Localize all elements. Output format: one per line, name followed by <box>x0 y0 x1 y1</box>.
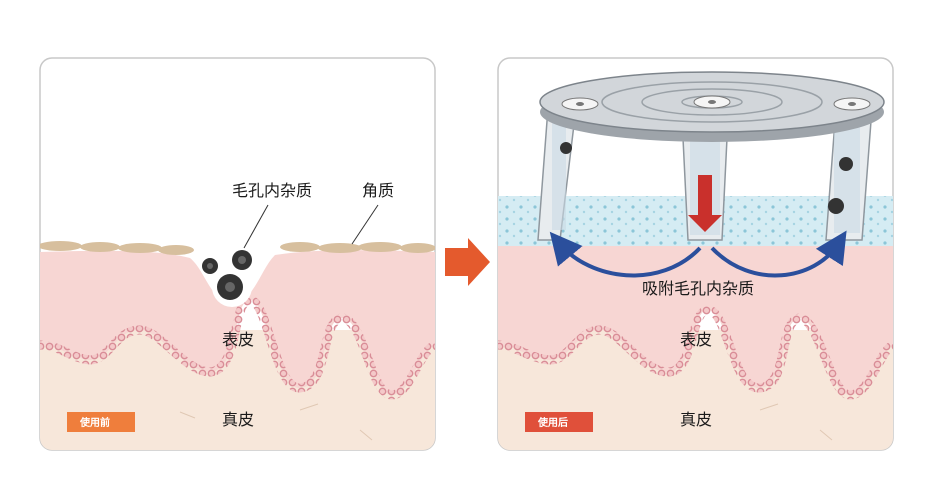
before-basal-cell-band <box>40 295 435 400</box>
label-dermis-before: 真皮 <box>222 410 254 429</box>
label-adsorb-impurities: 吸附毛孔内杂质 <box>642 279 754 298</box>
adsorb-arrow-right <box>710 230 847 278</box>
captured-impurity-1 <box>560 142 572 154</box>
after-panel: 吸附毛孔内杂质 表皮 真皮 使用后 <box>497 57 894 451</box>
after-basal-cell-band <box>498 305 893 400</box>
before-badge <box>67 412 135 432</box>
label-epidermis-after: 表皮 <box>680 330 712 349</box>
label-pore-impurities: 毛孔内杂质 <box>232 181 312 200</box>
before-badge-text: 使用前 <box>79 416 110 429</box>
captured-impurity-2 <box>839 157 853 171</box>
pore-impurity-particles <box>202 250 252 307</box>
label-dermis-after: 真皮 <box>680 410 712 429</box>
before-epidermis-layer <box>40 250 435 395</box>
transition-arrow <box>445 238 490 286</box>
after-badge <box>525 412 593 432</box>
adsorb-arrow-left <box>549 231 702 278</box>
before-keratin-flakes <box>40 241 435 255</box>
before-panel: 毛孔内杂质 角质 表皮 真皮 使用前 <box>39 57 436 451</box>
after-badge-text: 使用后 <box>537 416 568 429</box>
keratin-label-leader-line <box>351 204 379 245</box>
captured-impurity-3 <box>828 198 844 214</box>
label-keratin: 角质 <box>362 181 394 200</box>
pore-label-leader-line <box>243 204 269 249</box>
label-epidermis-before: 表皮 <box>222 330 254 349</box>
suction-down-arrow <box>688 175 722 232</box>
